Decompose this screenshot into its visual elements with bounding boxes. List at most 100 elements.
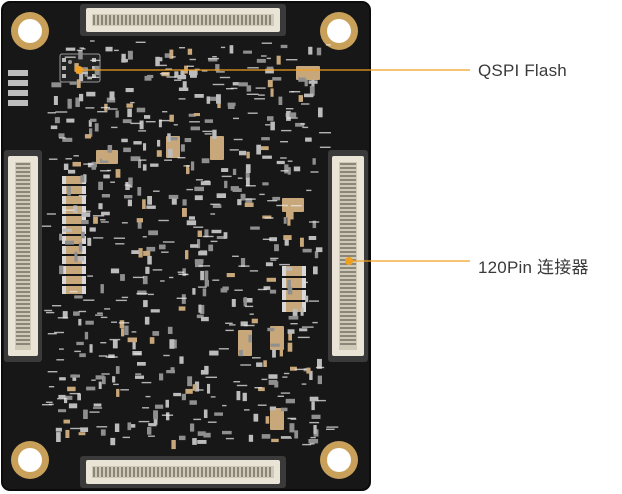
- smd-part: [146, 246, 156, 252]
- connector-pin: [209, 15, 211, 25]
- connector-pin: [117, 15, 119, 25]
- silkscreen-mark: [189, 58, 196, 61]
- smd-part: [75, 97, 80, 107]
- smd-part: [100, 429, 106, 436]
- connector-pin: [213, 15, 215, 25]
- smd-part: [227, 105, 235, 109]
- smd-part: [311, 401, 315, 411]
- silkscreen-mark: [115, 243, 125, 245]
- smd-part: [226, 273, 235, 278]
- connector-pin: [16, 279, 30, 281]
- silkscreen-mark: [257, 404, 267, 406]
- smd-part: [86, 386, 96, 391]
- connector-pin: [169, 15, 171, 25]
- silkscreen-mark: [74, 350, 81, 353]
- silkscreen-mark: [130, 101, 135, 104]
- silkscreen-mark: [158, 219, 169, 222]
- silkscreen-mark: [101, 373, 110, 375]
- silkscreen-mark: [104, 308, 111, 310]
- capacitor-terminal: [302, 302, 306, 312]
- silkscreen-mark: [52, 305, 62, 307]
- mounting-hole-top-left: [11, 12, 49, 50]
- silkscreen-mark: [100, 106, 110, 109]
- silkscreen-mark: [189, 121, 200, 123]
- smd-part: [64, 396, 68, 404]
- connector-pin: [16, 319, 30, 321]
- smd-part: [78, 256, 85, 262]
- connector-pin: [16, 227, 30, 229]
- connector-pin: [16, 295, 30, 297]
- silkscreen-mark: [111, 321, 117, 323]
- silkscreen-mark: [171, 56, 176, 58]
- silkscreen-mark: [81, 48, 86, 50]
- smd-part: [114, 423, 120, 432]
- smd-part: [136, 107, 146, 113]
- silkscreen-mark: [121, 222, 128, 224]
- smd-part: [110, 268, 120, 274]
- smd-part: [272, 196, 281, 201]
- smd-part: [179, 435, 186, 441]
- smd-part: [268, 374, 278, 379]
- silkscreen-mark: [45, 401, 53, 403]
- connector-pin: [16, 195, 30, 197]
- silkscreen-mark: [132, 276, 144, 279]
- smd-part: [166, 370, 175, 374]
- smd-part: [138, 159, 142, 169]
- silkscreen-mark: [163, 354, 170, 357]
- connector-pin: [93, 467, 95, 477]
- silkscreen-mark: [204, 133, 212, 135]
- silkscreen-mark: [138, 130, 147, 132]
- smd-part: [89, 344, 93, 353]
- smd-part: [300, 237, 304, 247]
- silkscreen-mark: [70, 427, 81, 430]
- connector-pin: [125, 15, 127, 25]
- smd-part: [100, 284, 104, 294]
- smd-part: [290, 366, 297, 371]
- connector-pin: [177, 467, 179, 477]
- silkscreen-mark: [159, 73, 169, 75]
- silkscreen-mark: [178, 273, 188, 275]
- smd-part: [312, 220, 317, 229]
- smd-part: [153, 417, 158, 425]
- smd-part: [121, 53, 126, 63]
- capacitor-terminal: [82, 236, 86, 244]
- smd-part: [250, 226, 260, 230]
- capacitor: [282, 302, 306, 312]
- connector-pin: [253, 15, 255, 25]
- connector-pin: [97, 467, 99, 477]
- connector-pin: [121, 15, 123, 25]
- connector-pin: [16, 331, 30, 333]
- silkscreen-mark: [302, 126, 309, 129]
- smd-part: [266, 277, 276, 282]
- silkscreen-mark: [245, 198, 256, 200]
- silkscreen-mark: [285, 59, 298, 61]
- smd-part: [243, 297, 247, 307]
- silkscreen-mark: [210, 240, 218, 243]
- silkscreen-mark: [291, 91, 301, 93]
- silkscreen-mark: [47, 112, 56, 114]
- smd-part: [312, 158, 316, 165]
- smd-part: [127, 108, 132, 118]
- connector-bottom: [80, 456, 286, 488]
- silkscreen-mark: [261, 55, 267, 57]
- smd-part: [313, 425, 317, 434]
- silkscreen-mark: [84, 210, 91, 212]
- connector-pin: [213, 467, 215, 477]
- capacitor-terminal: [82, 286, 86, 294]
- smd-part: [185, 388, 193, 394]
- connector-pin: [340, 247, 356, 249]
- silkscreen-mark: [218, 348, 229, 350]
- connector-pin: [197, 15, 199, 25]
- smd-part: [189, 400, 197, 405]
- connector-pin: [340, 271, 356, 273]
- silkscreen-mark: [41, 225, 52, 227]
- connector-pin: [340, 207, 356, 209]
- connector-pin: [241, 15, 243, 25]
- capacitor: [62, 226, 86, 234]
- silkscreen-mark: [247, 67, 259, 69]
- smd-part: [169, 339, 175, 349]
- connector-pin: [205, 467, 207, 477]
- connector-pin: [340, 167, 356, 169]
- smd-part: [243, 50, 252, 54]
- silkscreen-mark: [210, 203, 221, 205]
